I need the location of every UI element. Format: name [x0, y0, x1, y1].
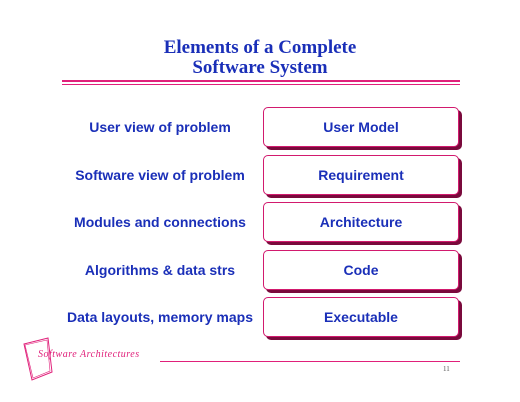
row-label-modules: Modules and connections — [74, 214, 246, 230]
box-user-model: User Model — [263, 107, 459, 147]
box-architecture: Architecture — [263, 202, 459, 242]
row-label-user-view: User view of problem — [89, 119, 231, 135]
box-executable: Executable — [263, 297, 459, 337]
title-underline-thin — [62, 84, 460, 85]
row-label-algorithms: Algorithms & data strs — [84, 262, 236, 278]
box-requirement: Requirement — [263, 155, 459, 195]
footer-rule — [160, 361, 460, 362]
logo-text: Software Architectures — [38, 349, 140, 360]
software-architectures-logo-icon — [23, 337, 53, 381]
title-underline-thick — [62, 80, 460, 82]
slide-title-line-2: Software System — [192, 57, 328, 78]
row-label-data-layouts: Data layouts, memory maps — [67, 309, 253, 325]
page-number: 11 — [443, 365, 450, 373]
slide-title-line-1: Elements of a Complete — [163, 37, 357, 58]
box-code: Code — [263, 250, 459, 290]
slide-title: Elements of a Complete Software System — [0, 38, 520, 78]
row-label-software-view: Software view of problem — [75, 167, 245, 183]
